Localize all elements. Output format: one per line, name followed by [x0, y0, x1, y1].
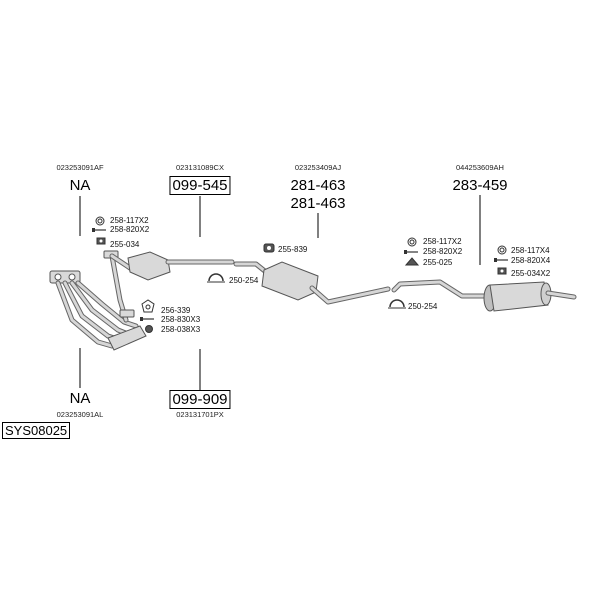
- part-label-bolt-front[interactable]: 258-820X2: [110, 225, 150, 234]
- bolt-icon: [404, 250, 418, 254]
- gasket-ring-inner-icon: [97, 218, 103, 224]
- part-label-bolt-tail[interactable]: 258-820X4: [511, 256, 551, 265]
- oem-code-middle: 023253409AJ: [294, 163, 342, 172]
- oem-code-rear: 044253609AH: [456, 163, 504, 172]
- part-number-catalyst-bottom[interactable]: 099-909: [169, 390, 231, 409]
- part-label-nut-cat[interactable]: 258-038X3: [161, 325, 201, 334]
- part-number-catalyst-top[interactable]: 099-545: [169, 176, 231, 195]
- part-number-rear[interactable]: 283-459: [452, 177, 508, 194]
- front-downpipe[interactable]: [103, 250, 135, 323]
- flange-gasket-icon: [141, 299, 155, 313]
- part-label-bracket-rear[interactable]: 255-025: [423, 258, 453, 267]
- part-label-bolt-cat[interactable]: 258-830X3: [161, 315, 201, 324]
- rear-silencer[interactable]: [391, 279, 577, 312]
- oem-code-catalyst-top: 023131089CX: [176, 163, 224, 172]
- part-number-manifold-bottom[interactable]: NA: [69, 390, 91, 407]
- clamp-icon: [388, 299, 406, 309]
- rubber-hanger-icon: [263, 243, 275, 253]
- bracket-icon: [404, 257, 420, 266]
- bolt-icon: [494, 258, 508, 262]
- part-label-gasket-tail[interactable]: 258-117X4: [511, 246, 550, 255]
- oem-code-manifold-bottom: 023253091AL: [56, 410, 104, 419]
- part-number-middle-2[interactable]: 281-463: [290, 195, 346, 212]
- system-id-label: SYS08025: [2, 422, 71, 439]
- clamp-icon: [207, 273, 225, 283]
- part-label-gasket-front[interactable]: 258-117X2: [110, 216, 149, 225]
- exhaust-manifold[interactable]: [49, 270, 147, 351]
- part-label-bolt-rear[interactable]: 258-820X2: [423, 247, 463, 256]
- nut-icon: [145, 325, 153, 333]
- bolt-icon: [140, 317, 154, 321]
- part-label-hanger-middle[interactable]: 255-839: [278, 245, 308, 254]
- part-number-manifold-top[interactable]: NA: [69, 177, 91, 194]
- gasket-ring-inner-icon: [409, 239, 415, 245]
- gasket-ring-inner-icon: [499, 247, 505, 253]
- part-label-mount-front[interactable]: 255-034: [110, 240, 140, 249]
- part-label-mount-tail[interactable]: 255-034X2: [511, 269, 551, 278]
- oem-code-catalyst-bottom: 023131701PX: [176, 410, 224, 419]
- rubber-mount-icon: [96, 237, 106, 245]
- bolt-icon: [92, 228, 106, 232]
- middle-silencer[interactable]: [233, 261, 391, 305]
- part-label-flange-gasket[interactable]: 256-339: [161, 306, 191, 315]
- part-number-middle-1[interactable]: 281-463: [290, 177, 346, 194]
- rubber-mount-icon: [497, 267, 507, 275]
- part-label-gasket-rear[interactable]: 258-117X2: [423, 237, 462, 246]
- part-label-clamp-cat[interactable]: 250-254: [229, 276, 259, 285]
- catalytic-converter[interactable]: [109, 251, 235, 281]
- oem-code-manifold-top: 023253091AF: [56, 163, 104, 172]
- part-label-clamp-rear[interactable]: 250-254: [408, 302, 438, 311]
